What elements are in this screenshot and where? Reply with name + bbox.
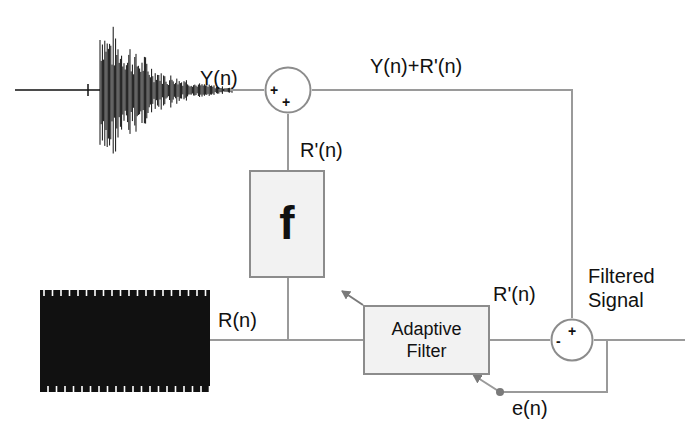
box-text: f <box>279 195 294 253</box>
difference-junction: -+ <box>550 318 594 362</box>
reference-wire <box>210 278 363 340</box>
adaptation-arrow <box>342 291 363 305</box>
signal-connector <box>490 339 550 341</box>
function-box: f <box>249 170 325 278</box>
sign-mark: - <box>556 334 561 348</box>
edge-label: R'(n) <box>493 282 536 306</box>
tone-waveform <box>40 290 210 392</box>
signal-name: Y(n) <box>200 66 238 90</box>
box-text: Adaptive Filter <box>377 318 477 363</box>
sign-mark: + <box>568 324 576 338</box>
speech-strokes <box>100 27 232 154</box>
sign-mark: + <box>282 95 290 109</box>
tone-block <box>40 290 210 392</box>
signal-connector <box>287 114 289 170</box>
input-wire <box>230 89 264 91</box>
branch-dot <box>496 388 504 396</box>
adaptive-filter-box: Adaptive Filter <box>363 305 490 375</box>
speech-baseline <box>15 84 100 96</box>
signal-connector <box>312 90 572 318</box>
signal-name: R(n) <box>218 308 257 332</box>
tone-ripple <box>44 290 210 392</box>
edge-label: R'(n) <box>300 138 343 162</box>
output-label: Filtered Signal <box>588 264 678 312</box>
speech-waveform <box>15 27 232 154</box>
sign-mark: + <box>270 83 278 97</box>
edge-label: Y(n)+R'(n) <box>370 54 462 78</box>
sum-junction: ++ <box>264 66 312 114</box>
edge-label: e(n) <box>512 396 548 420</box>
